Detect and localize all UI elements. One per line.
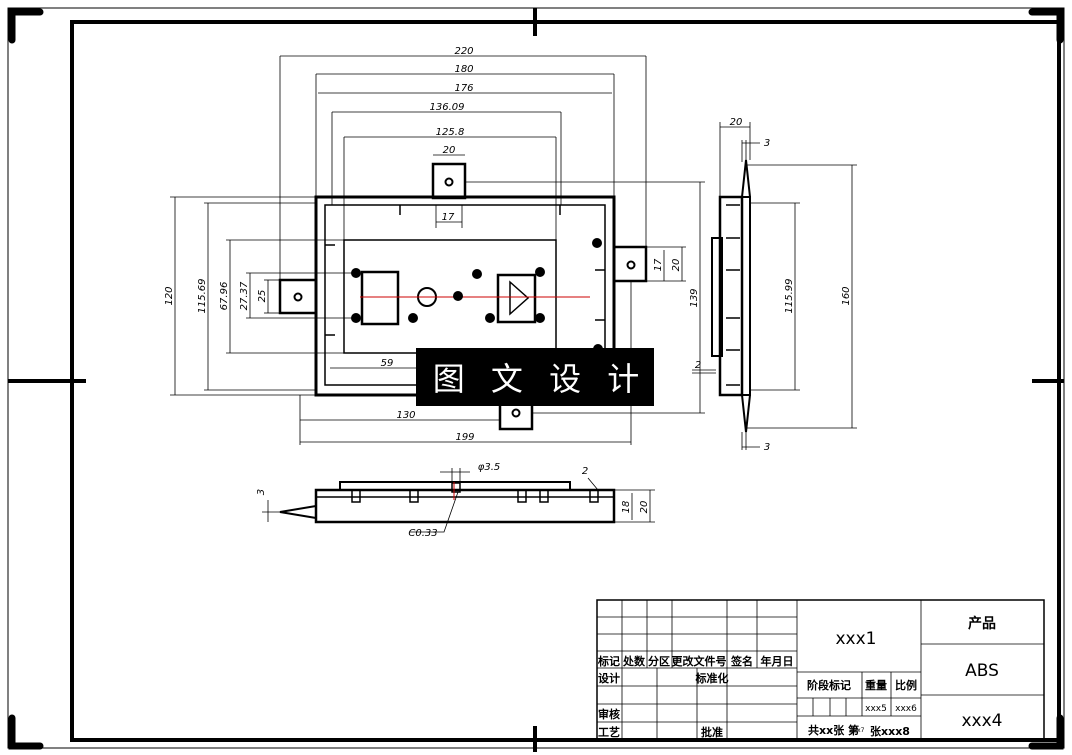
product-label: 产品 [968, 615, 996, 632]
row-process: 工艺 [598, 725, 620, 739]
scale-label: 比例 [895, 678, 917, 692]
dim-bottom-2: 2 [582, 466, 588, 477]
dim-115-69: 115.69 [197, 279, 208, 314]
row-standardization: 标准化 [695, 671, 729, 685]
side-view [711, 122, 857, 450]
dim-120: 120 [164, 286, 175, 305]
sheet-xxx7: xxx7 [850, 727, 865, 734]
title-block [596, 599, 1045, 741]
material: ABS [965, 661, 999, 681]
dim-180: 180 [454, 64, 473, 75]
dim-139: 139 [689, 288, 700, 307]
header-date: 年月日 [761, 654, 794, 668]
dim-side-20: 20 [730, 117, 743, 128]
row-review: 审核 [598, 707, 620, 721]
row-approve: 批准 [701, 725, 723, 739]
sheet-number: 张xxx8 [870, 724, 910, 738]
dim-220: 220 [454, 46, 473, 57]
header-sign: 签名 [730, 654, 753, 668]
front-view [278, 162, 648, 431]
bottom-view [262, 468, 655, 533]
sheets-text: 共xx张 第 [808, 723, 859, 737]
dim-20-right: 20 [671, 259, 682, 272]
row-design: 设计 [598, 671, 620, 685]
corner-marks [8, 8, 1064, 750]
dim-67-96: 67.96 [219, 282, 230, 311]
watermark-box [416, 348, 654, 406]
dim-59: 59 [381, 358, 394, 369]
dim-130: 130 [396, 410, 415, 421]
drawing-code: xxx4 [962, 711, 1003, 731]
header-change-doc: 更改文件号 [672, 654, 727, 668]
header-count: 处数 [622, 654, 646, 668]
header-mark: 标记 [597, 654, 620, 668]
drawing-name: xxx1 [836, 629, 877, 649]
dimension-lines [170, 55, 716, 445]
dim-bottom-3: 3 [256, 489, 267, 495]
header-zone: 分区 [648, 654, 670, 668]
stage-label: 阶段标记 [807, 678, 851, 692]
dim-side-160: 160 [841, 286, 852, 305]
scale-value: xxx6 [895, 704, 917, 714]
dim-chamfer: C0.33 [408, 528, 437, 539]
weight-value: xxx5 [865, 704, 887, 714]
dim-2-front: 2 [695, 360, 701, 371]
dim-25: 25 [257, 290, 268, 303]
dim-side-3-bottom: 3 [764, 442, 770, 453]
weight-label: 重量 [865, 678, 887, 692]
dim-phi-3-5: φ3.5 [478, 462, 501, 473]
dim-20-tab: 20 [443, 145, 456, 156]
dim-136-09: 136.09 [430, 102, 465, 113]
watermark-text: 图 文 设 计 [433, 360, 648, 398]
dim-27-37: 27.37 [239, 281, 250, 310]
dim-side-115-99: 115.99 [784, 279, 795, 314]
dim-17-tab: 17 [442, 212, 455, 223]
centering-marks [8, 8, 1064, 752]
dim-125-8: 125.8 [436, 127, 465, 138]
dim-17-right: 17 [653, 258, 664, 271]
dim-176: 176 [454, 83, 473, 94]
dim-bottom-18: 18 [621, 501, 632, 514]
dim-199: 199 [455, 432, 474, 443]
dim-bottom-20: 20 [639, 501, 650, 514]
dim-side-3-top: 3 [764, 138, 770, 149]
